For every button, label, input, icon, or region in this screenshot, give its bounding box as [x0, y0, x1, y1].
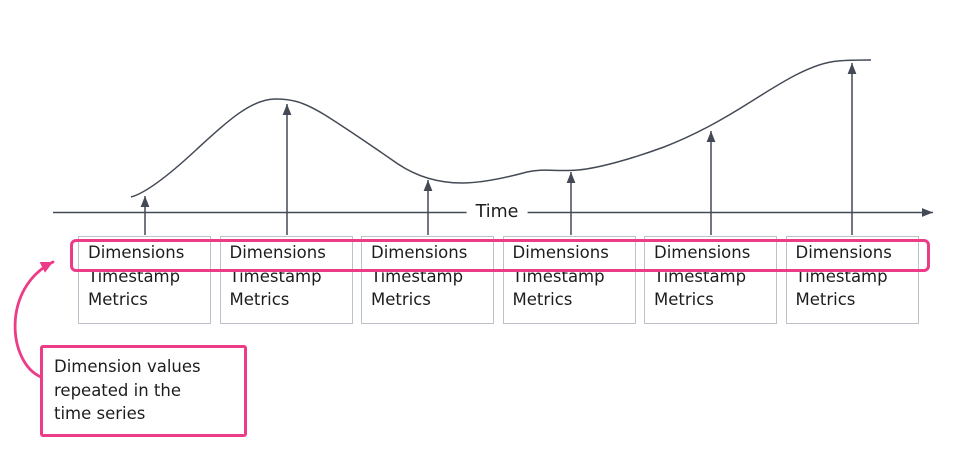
record-field-dimensions: Dimensions — [512, 243, 609, 262]
record-field-timestamp: Timestamp — [229, 266, 322, 286]
record-field-timestamp: Timestamp — [88, 266, 181, 286]
record-field-metrics: Metrics — [654, 290, 714, 309]
record-field-dimensions: Dimensions — [88, 243, 185, 262]
time-axis-label: Time — [466, 202, 528, 222]
record-field-metrics: Metrics — [229, 290, 290, 309]
record-field-timestamp: Timestamp — [795, 266, 888, 286]
record-field-timestamp: Timestamp — [654, 266, 747, 286]
record-box: Dimensions Timestamp Metrics — [78, 236, 211, 324]
records-row: Dimensions Timestamp Metrics Dimensions … — [78, 236, 919, 324]
record-field-dimensions: Dimensions — [795, 243, 892, 262]
record-field-metrics: Metrics — [512, 290, 573, 309]
record-field-timestamp: Timestamp — [371, 266, 464, 286]
record-field-metrics: Metrics — [88, 290, 148, 309]
record-box: Dimensions Timestamp Metrics — [219, 236, 353, 324]
time-series-curve — [130, 59, 872, 198]
record-box: Dimensions Timestamp Metrics — [644, 236, 777, 324]
record-box: Dimensions Timestamp Metrics — [785, 236, 919, 324]
record-field-metrics: Metrics — [795, 290, 856, 309]
callout-box: Dimension values repeated in the time se… — [40, 345, 247, 437]
record-field-dimensions: Dimensions — [654, 243, 751, 262]
record-field-metrics: Metrics — [371, 290, 431, 309]
record-field-timestamp: Timestamp — [512, 266, 605, 286]
record-box: Dimensions Timestamp Metrics — [361, 236, 494, 324]
record-field-dimensions: Dimensions — [371, 243, 468, 262]
record-field-dimensions: Dimensions — [229, 243, 326, 262]
record-box: Dimensions Timestamp Metrics — [502, 236, 636, 324]
